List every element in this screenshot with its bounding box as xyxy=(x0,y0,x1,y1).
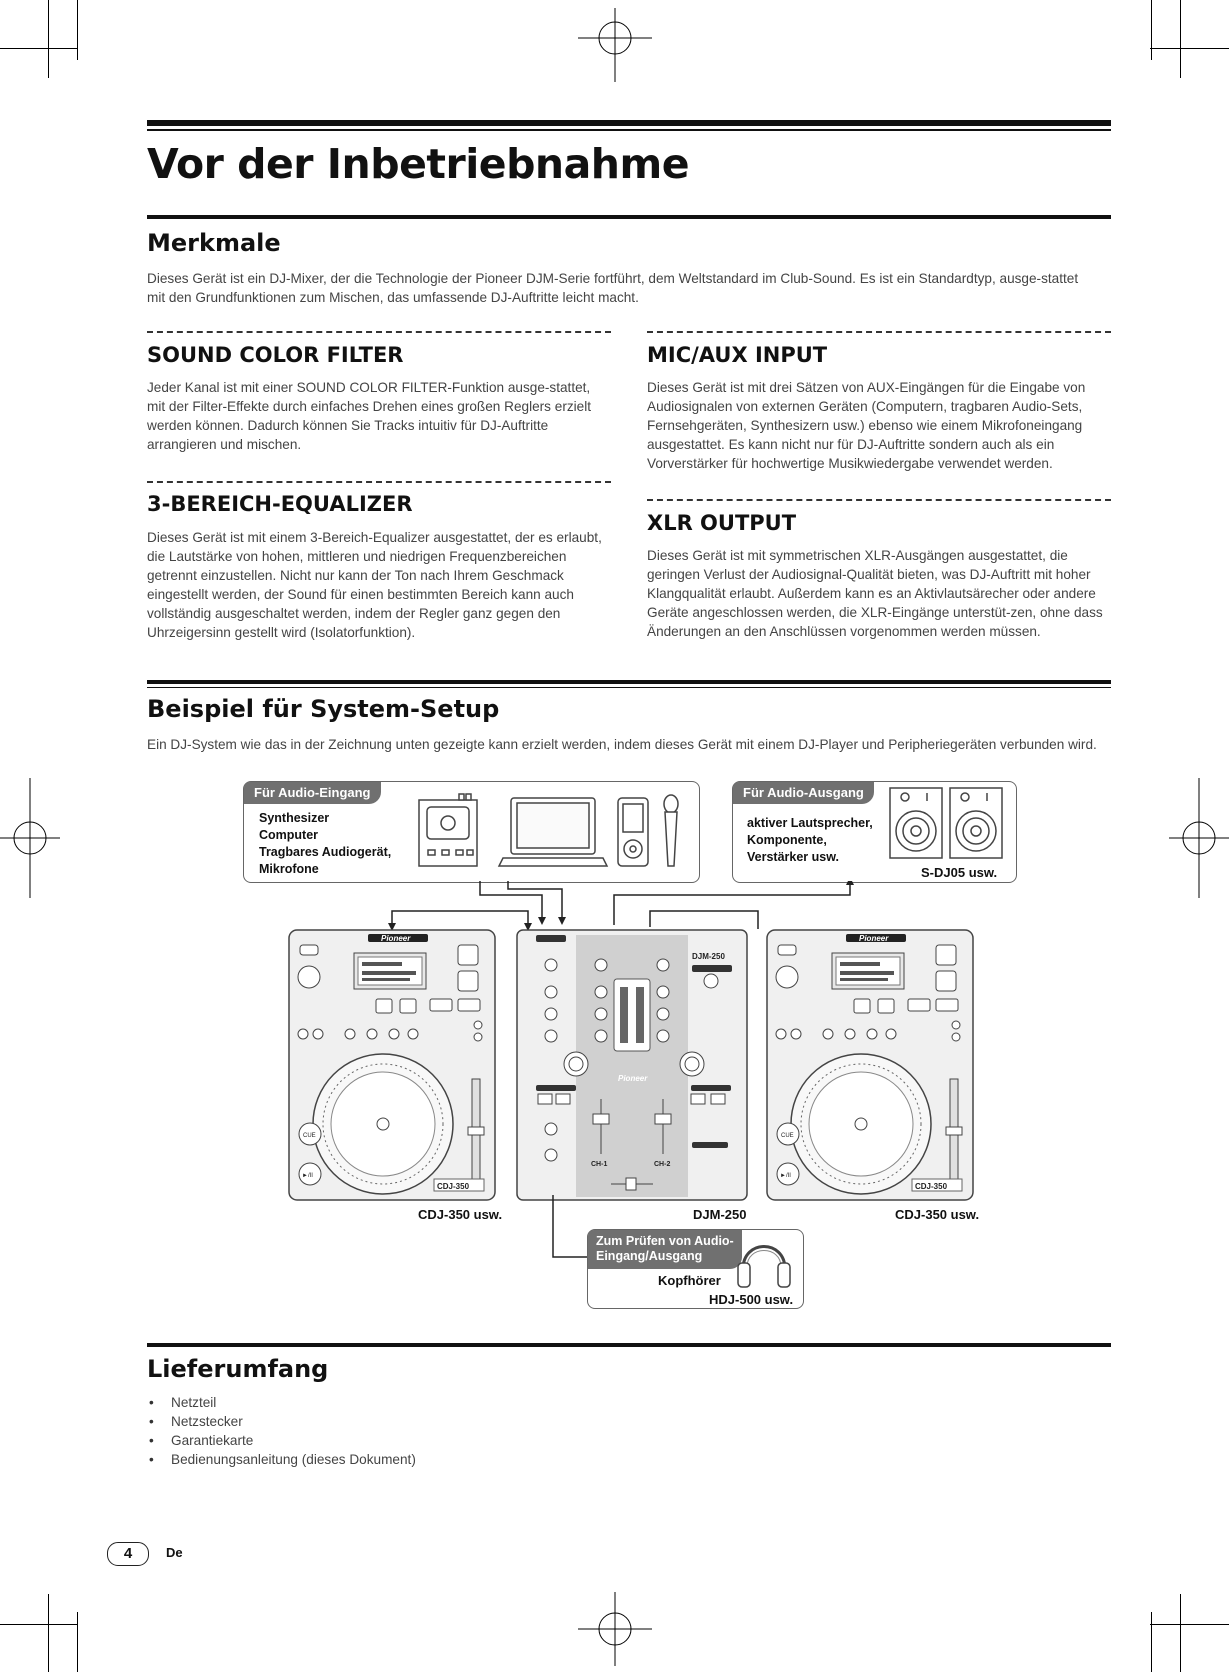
speaker-icon xyxy=(949,787,1003,859)
feature-text-xlr: Dieses Gerät ist mit symmetrischen XLR-A… xyxy=(647,548,1103,639)
audio-input-list: Synthesizer Computer Tragbares Audiogerä… xyxy=(259,810,391,878)
speaker-model-label: S-DJ05 usw. xyxy=(921,865,998,880)
registration-target-left xyxy=(0,778,60,898)
channel-2-label: CH-2 xyxy=(654,1161,670,1168)
output-item: Komponente, xyxy=(747,833,827,847)
list-item: Bedienungsanleitung (dieses Dokument) xyxy=(147,1450,416,1469)
page-title: Vor der Inbetriebnahme xyxy=(147,140,690,188)
brand-label: Pioneer xyxy=(618,1074,648,1083)
feature-heading-mic-aux: MIC/AUX INPUT xyxy=(647,343,828,367)
page-number: 4 xyxy=(107,1542,149,1566)
headphone-tab: Zum Prüfen von Audio- Eingang/Ausgang xyxy=(588,1230,742,1269)
input-item: Computer xyxy=(259,828,319,842)
headphone-model-label: HDJ-500 usw. xyxy=(709,1292,794,1307)
feature-heading-xlr: XLR OUTPUT xyxy=(647,511,797,535)
list-item: Netzstecker xyxy=(147,1412,416,1431)
mixer-model-label: DJM-250 xyxy=(692,952,725,961)
merkmale-rule xyxy=(147,215,1111,219)
setup-intro: Ein DJ-System wie das in der Zeichnung u… xyxy=(147,737,1097,752)
title-rule-top xyxy=(147,120,1111,126)
output-item: Verstärker usw. xyxy=(747,850,839,864)
feature-text-sound-color: Jeder Kanal ist mit einer SOUND COLOR FI… xyxy=(147,380,592,452)
lieferumfang-heading: Lieferumfang xyxy=(147,1355,329,1383)
cdj-model-label: CDJ-350 xyxy=(915,1182,948,1191)
feature-heading-equalizer: 3-BEREICH-EQUALIZER xyxy=(147,492,413,516)
output-item: aktiver Lautsprecher, xyxy=(747,816,873,830)
divider-dashed xyxy=(147,331,611,333)
laptop-icon xyxy=(497,797,609,867)
play-label: ►/II xyxy=(780,1173,791,1179)
synthesizer-icon xyxy=(418,793,478,867)
audio-input-tab: Für Audio-Eingang xyxy=(244,782,381,804)
input-item: Mikrofone xyxy=(259,862,319,876)
registration-target-right xyxy=(1169,778,1229,898)
feature-text-equalizer: Dieses Gerät ist mit einem 3-Bereich-Equ… xyxy=(147,530,602,640)
play-label: ►/II xyxy=(302,1173,313,1179)
feature-text-mic-aux: Dieses Gerät ist mit drei Sätzen von AUX… xyxy=(647,380,1086,471)
right-player-label: CDJ-350 usw. xyxy=(895,1207,980,1222)
registration-target-bottom xyxy=(578,1592,652,1666)
feature-heading-sound-color: SOUND COLOR FILTER xyxy=(147,343,404,367)
headphone-label: Kopfhörer xyxy=(658,1273,721,1288)
divider-dashed xyxy=(147,481,611,483)
speaker-icon xyxy=(889,787,943,859)
registration-target-top xyxy=(578,8,652,82)
channel-1-label: CH-1 xyxy=(591,1161,607,1168)
headphone-tab-line: Eingang/Ausgang xyxy=(596,1249,703,1263)
cdj-player-left: Pioneer CDJ-350 CUE ►/II xyxy=(288,929,496,1201)
input-item: Tragbares Audiogerät, xyxy=(259,845,392,859)
list-item: Garantiekarte xyxy=(147,1431,416,1450)
connection-lines-top xyxy=(388,881,854,931)
merkmale-heading: Merkmale xyxy=(147,229,281,257)
audio-output-list: aktiver Lautsprecher, Komponente, Verstä… xyxy=(747,815,873,866)
setup-heading: Beispiel für System-Setup xyxy=(147,695,500,723)
cdj-player-right: Pioneer CDJ-350 CUE ►/II xyxy=(766,929,974,1201)
microphone-icon xyxy=(663,794,679,867)
input-devices-illustration xyxy=(418,793,679,867)
title-rule-top-thin xyxy=(147,129,1111,131)
list-item: Netzteil xyxy=(147,1393,416,1412)
brand-label: Pioneer xyxy=(381,934,411,943)
input-item: Synthesizer xyxy=(259,811,330,825)
cue-label: CUE xyxy=(781,1133,794,1139)
djm-mixer: DJM-250 Pioneer CH-1 CH-2 xyxy=(516,929,748,1201)
headphone-tab-line: Zum Prüfen von Audio- xyxy=(596,1234,734,1248)
lieferumfang-list: Netzteil Netzstecker Garantiekarte Bedie… xyxy=(147,1393,416,1469)
mixer-label: DJM-250 xyxy=(693,1207,747,1222)
left-player-label: CDJ-350 usw. xyxy=(418,1207,503,1222)
divider-dashed xyxy=(647,499,1111,501)
setup-rule-thin xyxy=(147,687,1111,688)
setup-rule xyxy=(147,680,1111,684)
language-label: De xyxy=(166,1545,183,1560)
audio-output-tab: Für Audio-Ausgang xyxy=(733,782,874,804)
cdj-model-label: CDJ-350 xyxy=(437,1182,470,1191)
headphones-icon xyxy=(737,1245,791,1288)
merkmale-intro: Dieses Gerät ist ein DJ-Mixer, der die T… xyxy=(147,271,1079,305)
cue-label: CUE xyxy=(303,1133,316,1139)
media-player-icon xyxy=(617,797,649,867)
speakers-illustration xyxy=(889,787,1003,859)
divider-dashed xyxy=(647,331,1111,333)
brand-label: Pioneer xyxy=(859,934,889,943)
lieferumfang-rule xyxy=(147,1343,1111,1347)
